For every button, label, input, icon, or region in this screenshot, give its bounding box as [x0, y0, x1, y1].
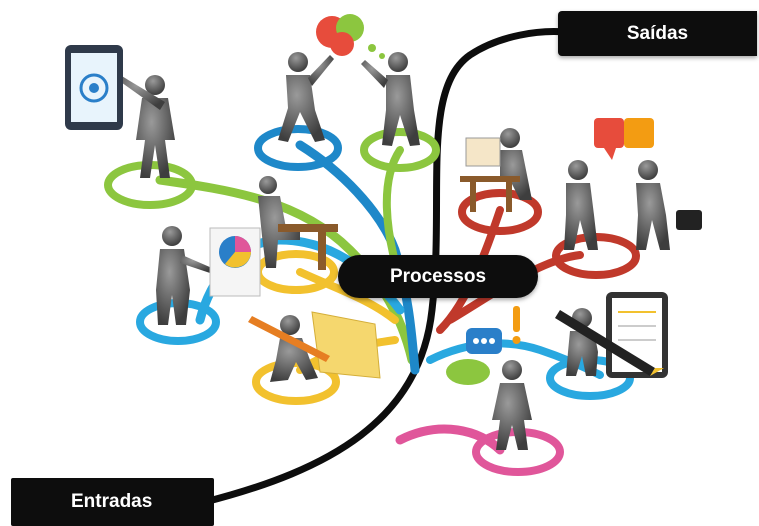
notebook-icon	[555, 292, 668, 378]
person-chart	[156, 226, 212, 325]
desk-computer-icon	[460, 137, 520, 212]
briefcase-icon	[676, 210, 702, 230]
puzzle-cloud-icon	[316, 14, 385, 59]
pencil-note-icon	[248, 311, 381, 379]
person-top-left	[278, 52, 334, 142]
chat-bubble-icon	[446, 328, 502, 385]
outputs-label: Saídas	[558, 11, 757, 56]
processes-label: Processos	[338, 255, 538, 298]
person-meeting-left	[564, 160, 598, 250]
puzzle-speech-icon	[594, 118, 654, 160]
person-bottom	[492, 360, 532, 450]
pie-chart-icon	[209, 227, 261, 297]
person-meeting-right	[636, 160, 670, 250]
desk	[278, 224, 338, 232]
inputs-label: Entradas	[11, 478, 214, 526]
people-figures	[118, 52, 670, 450]
person-top-right	[361, 52, 420, 146]
tablet-icon	[65, 45, 123, 130]
main-flow-curve	[204, 28, 566, 506]
person-desk-right	[500, 128, 532, 200]
exclamation-icon	[512, 306, 521, 344]
person-presenter	[118, 75, 175, 178]
